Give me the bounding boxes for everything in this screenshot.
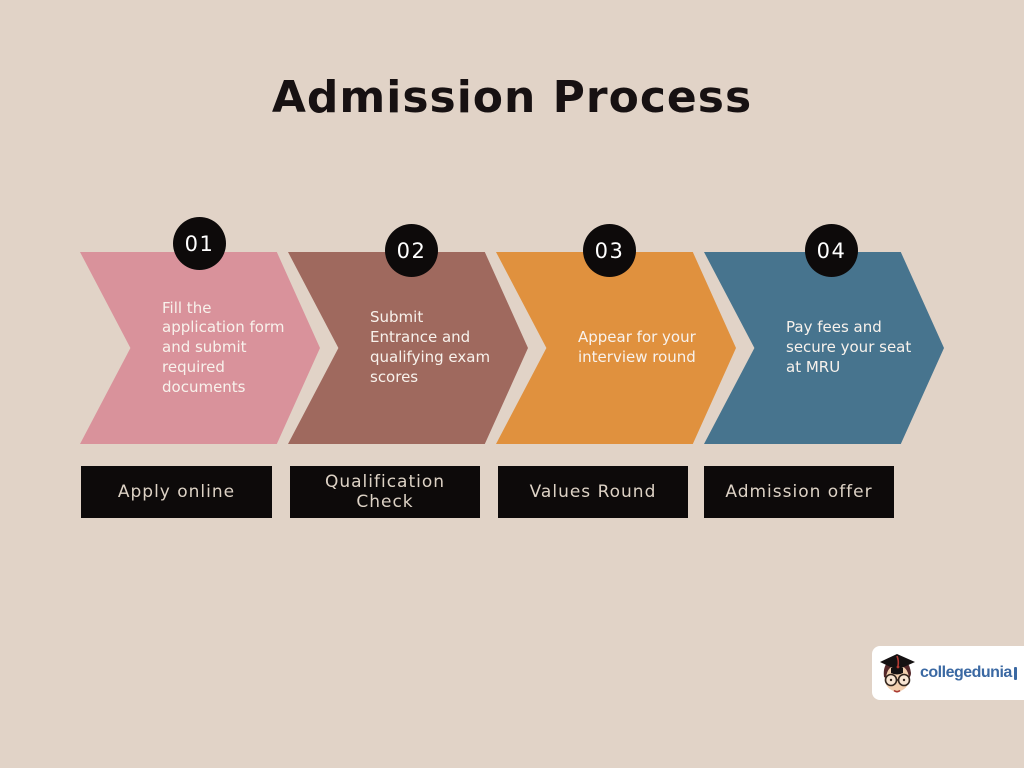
step4-description: Pay fees and secure your seat at MRU [786,318,912,376]
step1-number-badge: 01 [173,217,226,270]
logo-text: collegedunia [920,664,1012,681]
step3-description: Appear for your interview round [578,328,696,366]
step1-label: Apply online [117,481,236,502]
step2-number: 02 [396,238,427,263]
step4-number-badge: 04 [805,224,858,277]
step1-number: 01 [184,231,215,256]
step2-number-badge: 02 [385,224,438,277]
step4-label-box: Admission offer [704,466,894,518]
step1-label-box: Apply online [81,466,272,518]
step2-description: Submit Entrance and qualifying exam scor… [370,308,491,386]
step2-label-box: Qualification Check [290,466,480,518]
step3-chevron: Appear for your interview round [496,252,736,444]
step3-number: 03 [594,238,625,263]
step2-label: Qualification Check [324,471,446,512]
page-title: Admission Process [271,72,753,123]
step1-description: Fill the application form and submit req… [162,298,285,396]
step2-chevron: Submit Entrance and qualifying exam scor… [288,252,528,444]
step3-label: Values Round [529,481,657,502]
step3-label-box: Values Round [498,466,688,518]
step4-number: 04 [816,238,847,263]
step1-chevron: Fill the application form and submit req… [80,252,320,444]
logo-trailing-mark [1013,666,1017,680]
step4-chevron: Pay fees and secure your seat at MRU [704,252,944,444]
collegedunia-logo: collegedunia [872,646,1024,700]
collegedunia-mascot-icon [880,654,915,693]
step3-number-badge: 03 [583,224,636,277]
step4-label: Admission offer [725,481,873,502]
